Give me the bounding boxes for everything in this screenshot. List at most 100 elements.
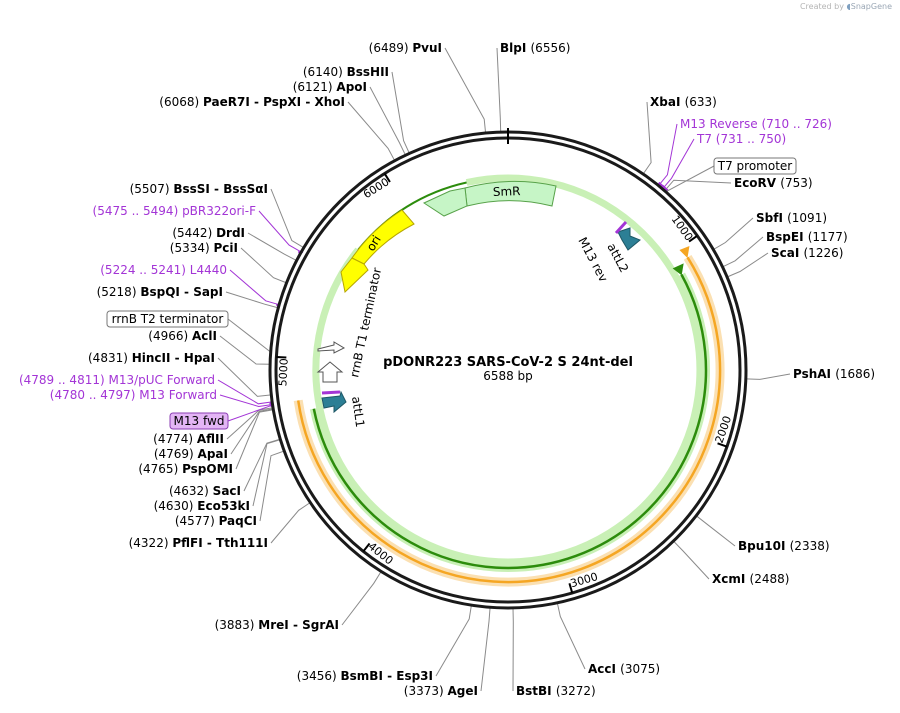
site-label-eco53ki[interactable]: (4630) Eco53kI — [154, 499, 250, 513]
site-name: PspOMI — [182, 462, 233, 476]
primer-label-m13puc[interactable]: (4789 .. 4811) M13/pUC Forward — [19, 373, 215, 387]
smr-feature-arrowhead[interactable] — [422, 187, 468, 217]
site-label-sgrai[interactable]: (3883) MreI - SgrAI — [215, 618, 339, 632]
primer-label-t7[interactable]: T7 (731 .. 750) — [696, 132, 786, 146]
site-leader-line — [391, 71, 410, 154]
primer-position: (5224 .. 5241) — [100, 263, 190, 277]
orange-insert-arc[interactable] — [296, 256, 722, 584]
primer-label-l4440[interactable]: (5224 .. 5241) L4440 — [100, 263, 227, 277]
primer-label-pbr322[interactable]: (5475 .. 5494) pBR322ori-F — [93, 204, 257, 218]
site-label-bsshii[interactable]: (6140) BssHII — [303, 65, 389, 79]
site-leader-line — [480, 607, 491, 692]
primer-name: M13 Reverse — [680, 117, 762, 131]
site-label-blpi[interactable]: BlpI (6556) — [500, 41, 570, 55]
site-leader-line — [369, 86, 406, 156]
site-position: (3272) — [556, 684, 596, 698]
site-label-aflii[interactable]: (4774) AflII — [153, 432, 224, 446]
site-label-drdi[interactable]: (5442) DrdI — [172, 226, 245, 240]
site-label-pcii[interactable]: (5334) PciI — [170, 241, 238, 255]
site-name: SbfI — [756, 211, 787, 225]
rrnb-t1-terminator-arrow[interactable] — [317, 341, 346, 354]
site-label-saci[interactable]: (4632) SacI — [169, 484, 241, 498]
site-name: AflII — [197, 432, 224, 446]
site-name: PaqCI — [219, 514, 257, 528]
site-leader-line — [240, 247, 287, 284]
scale-tick — [276, 355, 287, 359]
site-label-acli[interactable]: (4966) AclI — [148, 329, 217, 343]
site-name: SacI — [213, 484, 241, 498]
site-label-hpai[interactable]: (4831) HincII - HpaI — [88, 351, 215, 365]
site-label-sbfi[interactable]: SbfI (1091) — [756, 211, 827, 225]
primer-label-m13fwdp[interactable]: (4780 .. 4797) M13 Forward — [50, 388, 217, 402]
green-orf-arc[interactable] — [312, 273, 708, 570]
site-name: AclI — [192, 329, 217, 343]
site-label-xhoi[interactable]: (6068) PaeR7I - PspXI - XhoI — [159, 95, 345, 109]
site-label-scai[interactable]: ScaI (1226) — [771, 246, 843, 260]
primer-position: (731 .. 750) — [716, 132, 786, 146]
site-name: Bpu10I — [738, 539, 790, 553]
attl2-feature-arrow[interactable] — [617, 227, 641, 251]
site-leader-line — [235, 409, 274, 470]
site-label-pshai[interactable]: PshAI (1686) — [793, 367, 875, 381]
site-label-xcmi[interactable]: XcmI (2488) — [712, 572, 789, 586]
orange-arc-arrowhead — [679, 246, 690, 259]
site-position: (1226) — [804, 246, 844, 260]
boxed-label-t7prom-frame[interactable] — [713, 157, 797, 175]
primer-leader-line — [217, 379, 273, 405]
site-name: EcoRV — [734, 176, 780, 190]
site-label-agei[interactable]: (3373) AgeI — [404, 684, 478, 698]
attl1-feature-arrow[interactable] — [321, 390, 347, 414]
site-label-bspei[interactable]: BspEI (1177) — [766, 230, 848, 244]
site-label-tth111i[interactable]: (4322) PflFI - Tth111I — [129, 536, 268, 550]
primer-label-m13rev[interactable]: M13 Reverse (710 .. 726) — [680, 117, 832, 131]
site-name: BssSI - BssSαI — [173, 182, 268, 196]
site-label-esp3i[interactable]: (3456) BsmBI - Esp3I — [297, 669, 433, 683]
site-label-apoi[interactable]: (6121) ApoI — [293, 80, 367, 94]
site-leader-line — [217, 357, 272, 397]
primer-name: pBR322ori-F — [182, 204, 256, 218]
ori-feature-arrowhead[interactable] — [340, 257, 369, 293]
site-position: (4630) — [154, 499, 198, 513]
site-label-pvui[interactable]: (6489) PvuI — [369, 41, 442, 55]
site-leader-line — [341, 571, 382, 626]
boxed-label-m13fwd-frame[interactable] — [169, 412, 229, 430]
inner-features: SmR ori attL2 M13 rev rrnB T1 terminator… — [316, 181, 641, 428]
boxed-label-rrnbt2-frame[interactable] — [106, 310, 229, 328]
site-label-paqci[interactable]: (4577) PaqCI — [175, 514, 257, 528]
site-leader-line — [664, 179, 732, 192]
site-label-ecorv[interactable]: EcoRV (753) — [734, 176, 813, 190]
site-label-sapi[interactable]: (5218) BspQI - SapI — [97, 285, 223, 299]
primer-name: L4440 — [190, 263, 227, 277]
site-name: HincII - HpaI — [132, 351, 215, 365]
site-label-acci[interactable]: AccI (3075) — [588, 662, 660, 676]
primer-leader-line — [219, 394, 273, 408]
green-arc-arrowhead — [672, 263, 684, 276]
primer-leader-line — [258, 210, 302, 253]
site-label-bsssi[interactable]: (5507) BssSI - BssSαI — [130, 182, 268, 196]
site-leader-line — [243, 438, 281, 492]
site-leader-line — [713, 217, 754, 251]
ori-feature-arrow[interactable] — [351, 209, 415, 265]
primer-position: (4789 .. 4811) — [19, 373, 109, 387]
site-name: PaeR7I - PspXI - XhoI — [203, 95, 345, 109]
site-label-apai[interactable]: (4769) ApaI — [154, 447, 228, 461]
site-position: (2338) — [790, 539, 830, 553]
site-position: (5218) — [97, 285, 141, 299]
site-labels: BlpI (6556) (6489) PvuI (6140) BssHII(6121… — [19, 41, 875, 698]
rrnb-t2-terminator-arrow[interactable] — [316, 361, 344, 383]
site-leader-line — [496, 47, 502, 133]
boxed-label-rrnbt2: rrnB T2 terminator — [112, 312, 224, 326]
site-leader-line — [230, 408, 274, 455]
credit-brand: SnapGene — [850, 2, 892, 11]
site-name: ScaI — [771, 246, 804, 260]
site-name: BlpI — [500, 41, 531, 55]
site-label-xbai[interactable]: XbaI (633) — [650, 95, 717, 109]
attl1-label: attL1 — [349, 395, 367, 428]
scale-tick — [568, 583, 574, 594]
boxed-label-leader — [227, 318, 271, 353]
site-label-bpu10i[interactable]: Bpu10I (2338) — [738, 539, 830, 553]
snapgene-logo-icon: ◖ — [846, 2, 851, 11]
site-label-bstbi[interactable]: BstBI (3272) — [516, 684, 596, 698]
site-label-pspomi[interactable]: (4765) PspOMI — [138, 462, 233, 476]
